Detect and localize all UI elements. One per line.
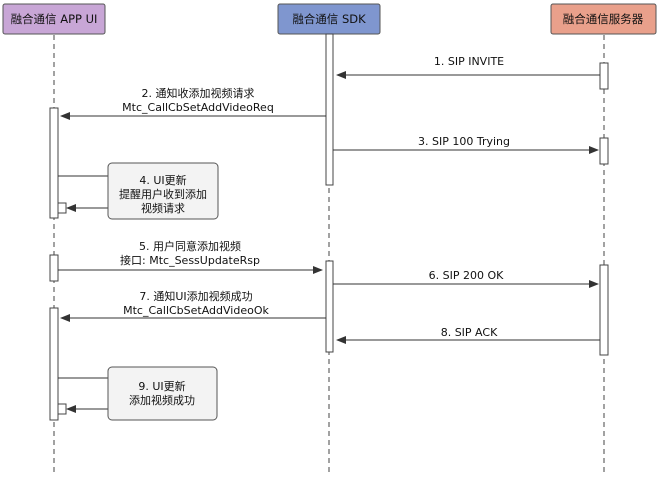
participant-app-ui: 融合通信 APP UI xyxy=(2,3,106,35)
participant-server-label: 融合通信服务器 xyxy=(563,12,644,26)
note-9: 9. UI更新 添加视频成功 xyxy=(107,366,218,421)
participant-sdk: 融合通信 SDK xyxy=(277,3,381,35)
participant-app-ui-label: 融合通信 APP UI xyxy=(11,12,98,26)
message-5-label-line1: 5. 用户同意添加视频 xyxy=(139,239,241,253)
message-8: 8. SIP ACK xyxy=(336,326,600,344)
note-4: 4. UI更新 提醒用户收到添加 视频请求 xyxy=(107,162,219,220)
activation-sdk-1 xyxy=(325,33,334,186)
message-3-label: 3. SIP 100 Trying xyxy=(418,135,510,148)
message-5-label-line2: 接口: Mtc_SessUpdateRsp xyxy=(120,254,260,267)
participant-sdk-label: 融合通信 SDK xyxy=(292,12,366,26)
message-1: 1. SIP INVITE xyxy=(336,55,600,79)
self-call-9 xyxy=(57,377,109,415)
message-2-label-line2: Mtc_CallCbSetAddVideoReq xyxy=(122,101,274,114)
note-9-line1: 9. UI更新 xyxy=(138,379,185,393)
message-6-label: 6. SIP 200 OK xyxy=(429,269,504,282)
note-4-line3: 视频请求 xyxy=(141,201,185,215)
message-1-label: 1. SIP INVITE xyxy=(434,55,504,68)
participant-server: 融合通信服务器 xyxy=(550,3,657,35)
activation-server-2 xyxy=(599,137,609,165)
message-7-label-line2: Mtc_CallCbSetAddVideoOk xyxy=(123,304,269,317)
activation-app-3 xyxy=(49,307,59,421)
message-5: 5. 用户同意添加视频 接口: Mtc_SessUpdateRsp xyxy=(58,239,323,274)
note-9-line2: 添加视频成功 xyxy=(129,393,195,407)
activation-server-1 xyxy=(599,62,609,90)
activation-app-2 xyxy=(49,254,59,282)
message-2: 2. 通知收添加视频请求 Mtc_CallCbSetAddVideoReq xyxy=(60,86,326,120)
message-3: 3. SIP 100 Trying xyxy=(333,135,599,154)
note-4-line2: 提醒用户收到添加 xyxy=(119,187,207,201)
message-2-label-line1: 2. 通知收添加视频请求 xyxy=(142,86,255,100)
activation-app-1 xyxy=(49,107,59,219)
message-7: 7. 通知UI添加视频成功 Mtc_CallCbSetAddVideoOk xyxy=(60,289,326,322)
note-4-line1: 4. UI更新 xyxy=(139,173,186,187)
self-call-4 xyxy=(57,175,109,214)
message-6: 6. SIP 200 OK xyxy=(333,269,599,288)
activation-server-3 xyxy=(599,264,609,356)
message-7-label-line1: 7. 通知UI添加视频成功 xyxy=(139,289,252,303)
activation-sdk-2 xyxy=(325,260,334,353)
message-8-label: 8. SIP ACK xyxy=(441,326,498,339)
